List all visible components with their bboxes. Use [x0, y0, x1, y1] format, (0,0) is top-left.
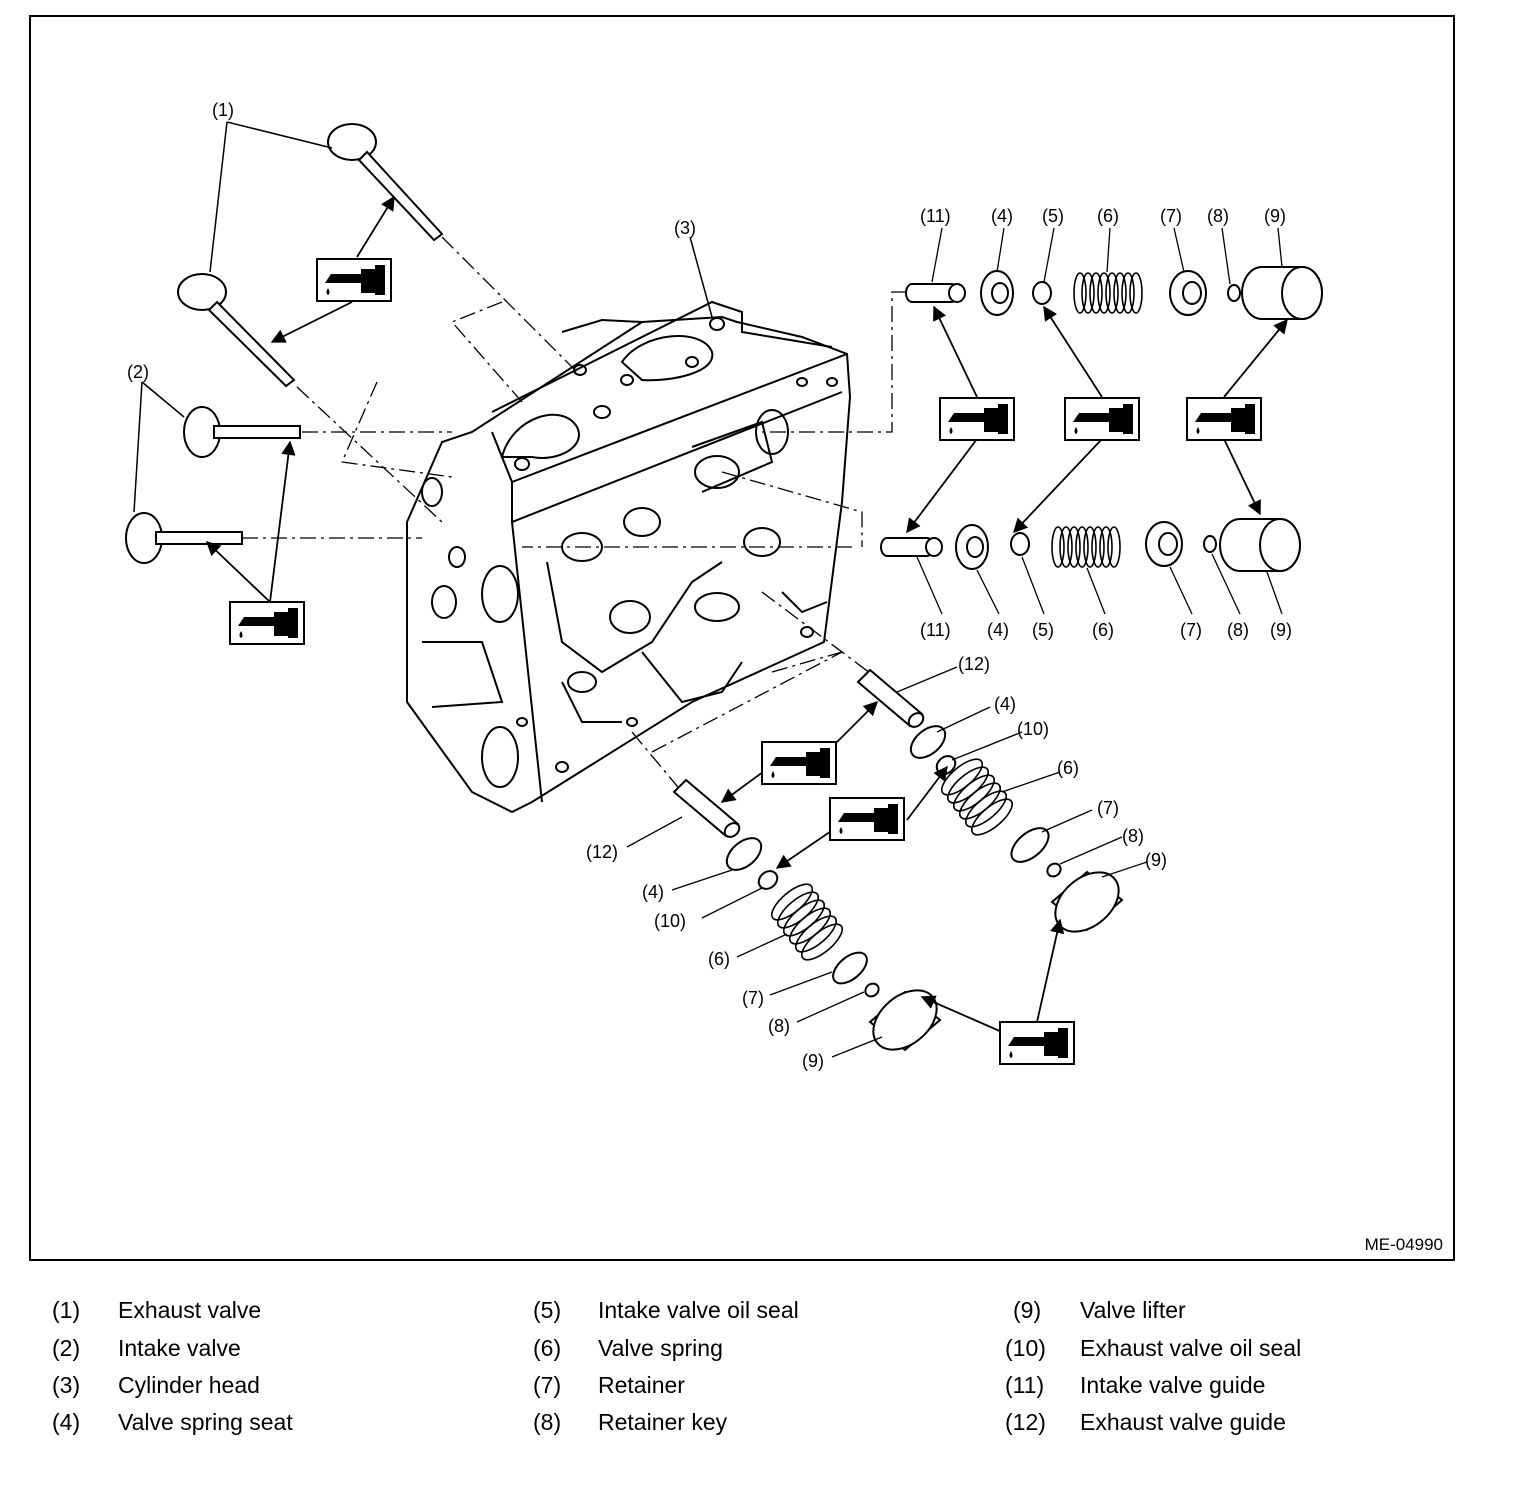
oil-can-icon: [999, 1021, 1075, 1065]
callout-3: (3): [674, 218, 696, 238]
oil-can-icon: [316, 258, 392, 302]
callout-1: (1): [212, 100, 234, 120]
callout-12: (12): [958, 654, 990, 674]
legend-num: (10): [1005, 1335, 1046, 1361]
legend-text: Valve lifter: [1080, 1297, 1186, 1323]
callout-4: (4): [642, 882, 664, 902]
legend-num: (1): [52, 1297, 81, 1323]
callout-10: (10): [654, 911, 686, 931]
callout-6: (6): [1097, 206, 1119, 226]
oil-arrows: [205, 195, 1288, 1033]
callout-12: (12): [586, 842, 618, 862]
callout-8: (8): [768, 1016, 790, 1036]
callout-11: (11): [920, 206, 951, 226]
callout-7: (7): [1097, 798, 1119, 818]
legend-num: (2): [52, 1335, 81, 1361]
callout-9: (9): [1264, 206, 1286, 226]
callout-2: (2): [127, 362, 149, 382]
oil-can-icon: [229, 601, 305, 645]
exploded-diagram-frame: (1) (2) (3) (11) (4) (5) (6) (7) (8) (9)…: [29, 15, 1455, 1261]
intake-assembly-top: [905, 266, 1323, 320]
callout-9: (9): [802, 1051, 824, 1071]
intake-valves: [125, 406, 301, 564]
callout-10: (10): [1017, 719, 1049, 739]
legend-num: (5): [533, 1297, 562, 1323]
callout-8: (8): [1227, 620, 1249, 640]
legend-text: Cylinder head: [118, 1372, 260, 1398]
callout-11: (11): [920, 620, 951, 640]
callout-labels: (1) (2) (3) (11) (4) (5) (6) (7) (8) (9)…: [127, 100, 1292, 1071]
legend-text: Exhaust valve guide: [1080, 1409, 1286, 1435]
legend-text: Intake valve oil seal: [598, 1297, 799, 1323]
legend-num: (8): [533, 1409, 562, 1435]
callout-6: (6): [708, 949, 730, 969]
exhaust-assembly-right: [856, 668, 1124, 933]
callout-6: (6): [1057, 758, 1079, 778]
cylinder-head: [406, 300, 852, 814]
legend-text: Intake valve: [118, 1335, 241, 1361]
oil-can-icon: [761, 741, 837, 785]
callout-4: (4): [987, 620, 1009, 640]
legend-num: (9): [1013, 1297, 1042, 1323]
callout-4: (4): [994, 694, 1016, 714]
callout-9: (9): [1145, 850, 1167, 870]
exploded-diagram: (1) (2) (3) (11) (4) (5) (6) (7) (8) (9)…: [125, 100, 1323, 1071]
callout-6: (6): [1092, 620, 1114, 640]
legend-num: (3): [52, 1372, 81, 1398]
legend-text: Retainer: [598, 1372, 685, 1398]
callout-5: (5): [1032, 620, 1054, 640]
oil-can-icon: [1186, 397, 1262, 441]
callout-7: (7): [1160, 206, 1182, 226]
center-lines: [242, 236, 907, 793]
legend-num: (4): [52, 1409, 81, 1435]
legend-num: (11): [1005, 1372, 1045, 1398]
exhaust-valves: [177, 123, 444, 388]
figure-code: ME-04990: [1364, 1235, 1443, 1254]
callout-7: (7): [1180, 620, 1202, 640]
legend-text: Valve spring: [598, 1335, 723, 1361]
exhaust-assembly-left: [672, 778, 942, 1052]
callout-4: (4): [991, 206, 1013, 226]
callout-5: (5): [1042, 206, 1064, 226]
legend-num: (6): [533, 1335, 562, 1361]
oil-can-icon: [1064, 397, 1140, 441]
oil-can-icon: [939, 397, 1015, 441]
oil-can-icon: [829, 797, 905, 841]
callout-9: (9): [1270, 620, 1292, 640]
leader-lines: [133, 121, 713, 513]
callout-8: (8): [1122, 826, 1144, 846]
callout-8: (8): [1207, 206, 1229, 226]
legend-num: (12): [1005, 1409, 1046, 1435]
legend-num: (7): [533, 1372, 562, 1398]
legend-text: Intake valve guide: [1080, 1372, 1266, 1398]
intake-assembly-bottom: [880, 518, 1301, 572]
legend-text: Exhaust valve: [118, 1297, 262, 1323]
legend-text: Retainer key: [598, 1409, 728, 1435]
legend-text: Valve spring seat: [118, 1409, 293, 1435]
legend-text: Exhaust valve oil seal: [1080, 1335, 1302, 1361]
callout-leaders: [626, 227, 1283, 1058]
callout-7: (7): [742, 988, 764, 1008]
